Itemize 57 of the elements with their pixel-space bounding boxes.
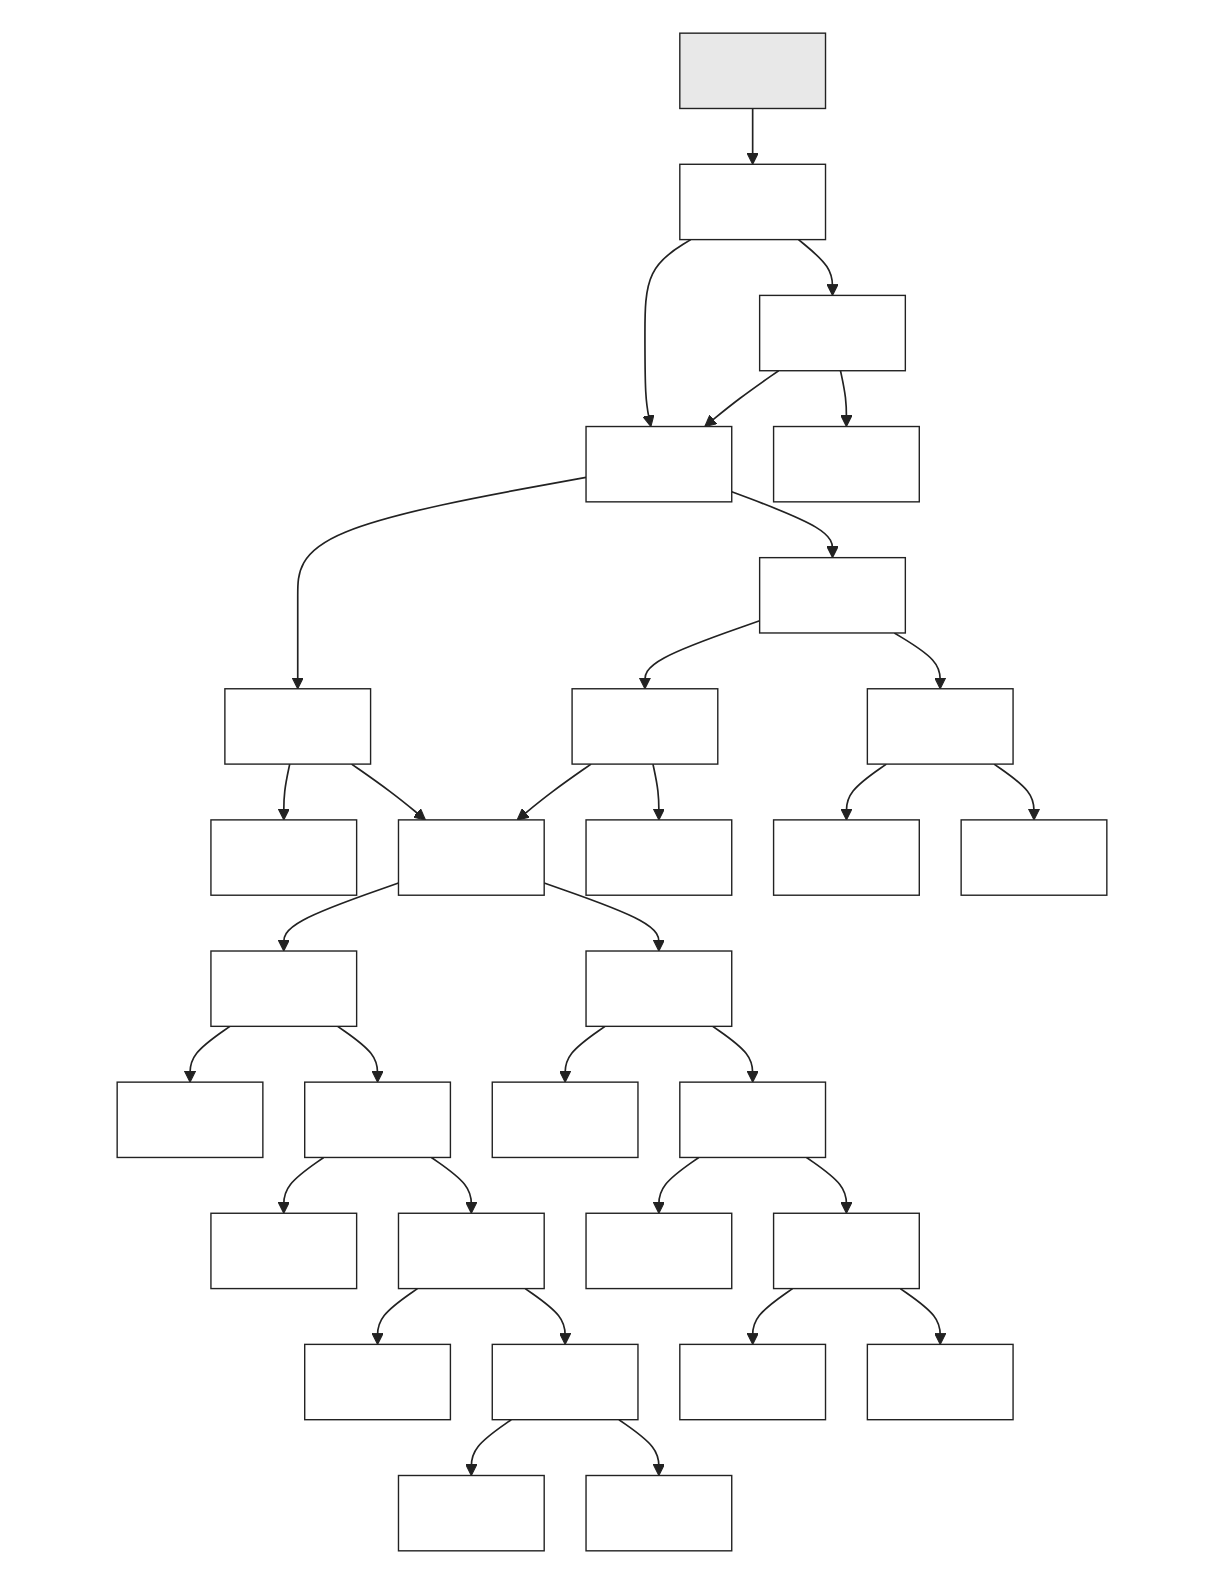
node-box [571, 688, 719, 765]
node-box [758, 556, 907, 634]
arrow [516, 763, 592, 821]
arrow [524, 1287, 572, 1345]
node-box [224, 688, 372, 765]
arrow [993, 763, 1041, 821]
arrow [559, 1025, 606, 1083]
node-box [866, 1343, 1014, 1421]
node-box [491, 1081, 639, 1159]
arrow [350, 763, 427, 821]
arrow [371, 1287, 419, 1345]
node-box [585, 819, 733, 896]
arrow [805, 1156, 853, 1214]
arrow [336, 1025, 384, 1083]
arrow [893, 632, 947, 690]
arrow [704, 369, 780, 428]
node-box [679, 1081, 827, 1159]
arrow [277, 1156, 325, 1214]
node-box [210, 819, 358, 896]
node-box [210, 1212, 358, 1290]
node-box [679, 32, 827, 110]
arrow [642, 238, 692, 428]
arrow [711, 1025, 759, 1083]
node-box [679, 1343, 827, 1421]
node-box [866, 688, 1014, 765]
arrow [277, 763, 291, 821]
arrow [652, 1156, 700, 1214]
node-box [491, 1343, 639, 1421]
arrow [652, 763, 665, 821]
node-box [585, 1212, 733, 1290]
node-box [585, 1474, 733, 1552]
node-box [758, 294, 907, 372]
node-box [772, 425, 920, 503]
node-box [960, 819, 1108, 896]
node-box [210, 950, 358, 1028]
arrow [797, 238, 839, 296]
arrow [840, 763, 888, 821]
node-box [304, 1081, 452, 1159]
node-box [116, 1081, 264, 1159]
node-box [397, 1212, 545, 1290]
arrow [899, 1287, 947, 1345]
arrow [839, 369, 853, 428]
node-box [585, 950, 733, 1028]
arrow [465, 1418, 513, 1477]
arrow [746, 107, 759, 165]
node-box [397, 1474, 545, 1552]
node-box [304, 1343, 452, 1421]
arrow [291, 476, 587, 690]
node-box [772, 819, 920, 896]
arrow [746, 1287, 794, 1345]
arrow [618, 1418, 665, 1477]
node-box [772, 1212, 920, 1290]
node-box [679, 163, 827, 241]
node-box [585, 425, 733, 503]
arrow [430, 1156, 478, 1214]
node-box [397, 819, 545, 896]
arrow [183, 1025, 231, 1083]
